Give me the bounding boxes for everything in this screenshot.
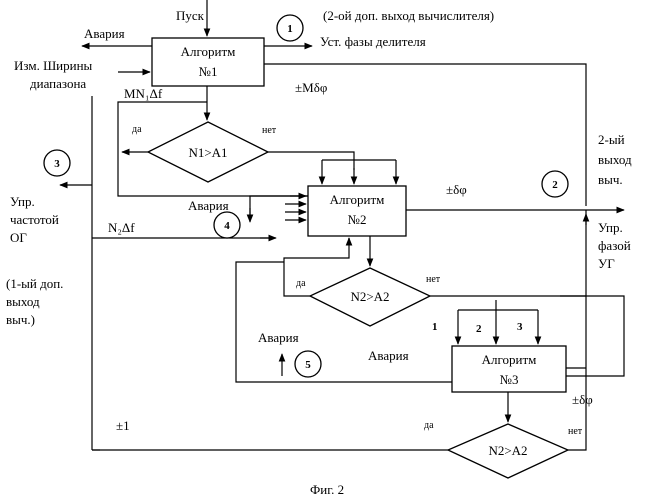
input-1-label: 1	[432, 321, 438, 333]
labels: Пуск Авария (2-ой доп. выход вычислителя…	[6, 8, 632, 497]
width-measure-label-1: Изм. Ширины	[14, 58, 93, 73]
algorithm-1-number: №1	[199, 64, 218, 79]
computer-out2-label: (2-ой доп. выход вычислителя)	[323, 8, 494, 23]
pm-dphi-2-label: ±δφ	[572, 392, 593, 407]
pm-dphi-1-label: ±δφ	[446, 182, 467, 197]
decision-2-diamond: N2>A2	[310, 268, 430, 326]
divider-phase-label: Уст. фазы делителя	[320, 34, 426, 49]
algorithm-2-block: Алгоритм №2	[308, 186, 406, 236]
og-control-label-2: частотой	[10, 212, 59, 227]
output1-label-1: (1-ый доп.	[6, 276, 63, 291]
circle-marker-4: 4	[214, 212, 240, 238]
output1-label-3: выч.)	[6, 312, 35, 327]
output1-label-2: выход	[6, 294, 40, 309]
alarm-top-label: Авария	[84, 26, 125, 41]
og-control-label-3: ОГ	[10, 230, 27, 245]
no-1-label: нет	[262, 125, 277, 136]
circle-marker-2: 2	[542, 171, 568, 197]
circle-marker-3: 3	[44, 150, 70, 176]
yes-3-label: да	[424, 420, 434, 431]
alarm-left-label: Авария	[258, 330, 299, 345]
pm-mdphi-label: ±Mδφ	[295, 80, 327, 95]
decision-2-condition: N2>A2	[350, 289, 389, 304]
figure-caption: Фиг. 2	[310, 482, 344, 497]
alarm-low-label: Авария	[368, 348, 409, 363]
algorithm-3-block: Алгоритм №3	[452, 346, 566, 392]
ug-control-label-1: Упр.	[598, 220, 623, 235]
svg-text:2: 2	[552, 179, 558, 191]
no-3-label: нет	[568, 426, 583, 437]
mn1df-label: MN₁Δf	[124, 86, 163, 101]
circle-marker-1: 1	[277, 15, 303, 41]
output2-label-1: 2-ый	[598, 132, 625, 147]
decision-1-diamond: N1>A1	[148, 122, 268, 182]
algorithm-2-title: Алгоритм	[330, 192, 385, 207]
algorithm-3-title: Алгоритм	[482, 352, 537, 367]
decision-3-diamond: N2>A2	[448, 424, 568, 478]
alarm-mid-label: Авария	[188, 198, 229, 213]
input-3-label: 3	[517, 321, 523, 333]
ug-control-label-2: фазой	[598, 238, 631, 253]
algorithm-1-block: Алгоритм №1	[152, 38, 264, 86]
input-2-label: 2	[476, 323, 482, 335]
svg-text:4: 4	[224, 220, 230, 232]
algorithm-1-title: Алгоритм	[181, 44, 236, 59]
svg-text:1: 1	[287, 23, 293, 35]
svg-text:5: 5	[305, 359, 311, 371]
no-2-label: нет	[426, 274, 441, 285]
yes-1-label: да	[132, 124, 142, 135]
output2-label-3: выч.	[598, 172, 623, 187]
og-control-label-1: Упр.	[10, 194, 35, 209]
decision-3-condition: N2>A2	[488, 443, 527, 458]
output2-label-2: выход	[598, 152, 632, 167]
svg-text:3: 3	[54, 158, 60, 170]
start-label: Пуск	[176, 8, 205, 23]
algorithm-2-number: №2	[348, 212, 367, 227]
algorithm-3-number: №3	[500, 372, 519, 387]
yes-2-label: да	[296, 278, 306, 289]
width-measure-label-2: диапазона	[30, 76, 86, 91]
decision-1-condition: N1>A1	[188, 145, 227, 160]
circle-marker-5: 5	[295, 351, 321, 377]
n2df-label: N₂Δf	[108, 220, 135, 235]
ug-control-label-3: УГ	[598, 256, 615, 271]
pm1-label: ±1	[116, 418, 130, 433]
